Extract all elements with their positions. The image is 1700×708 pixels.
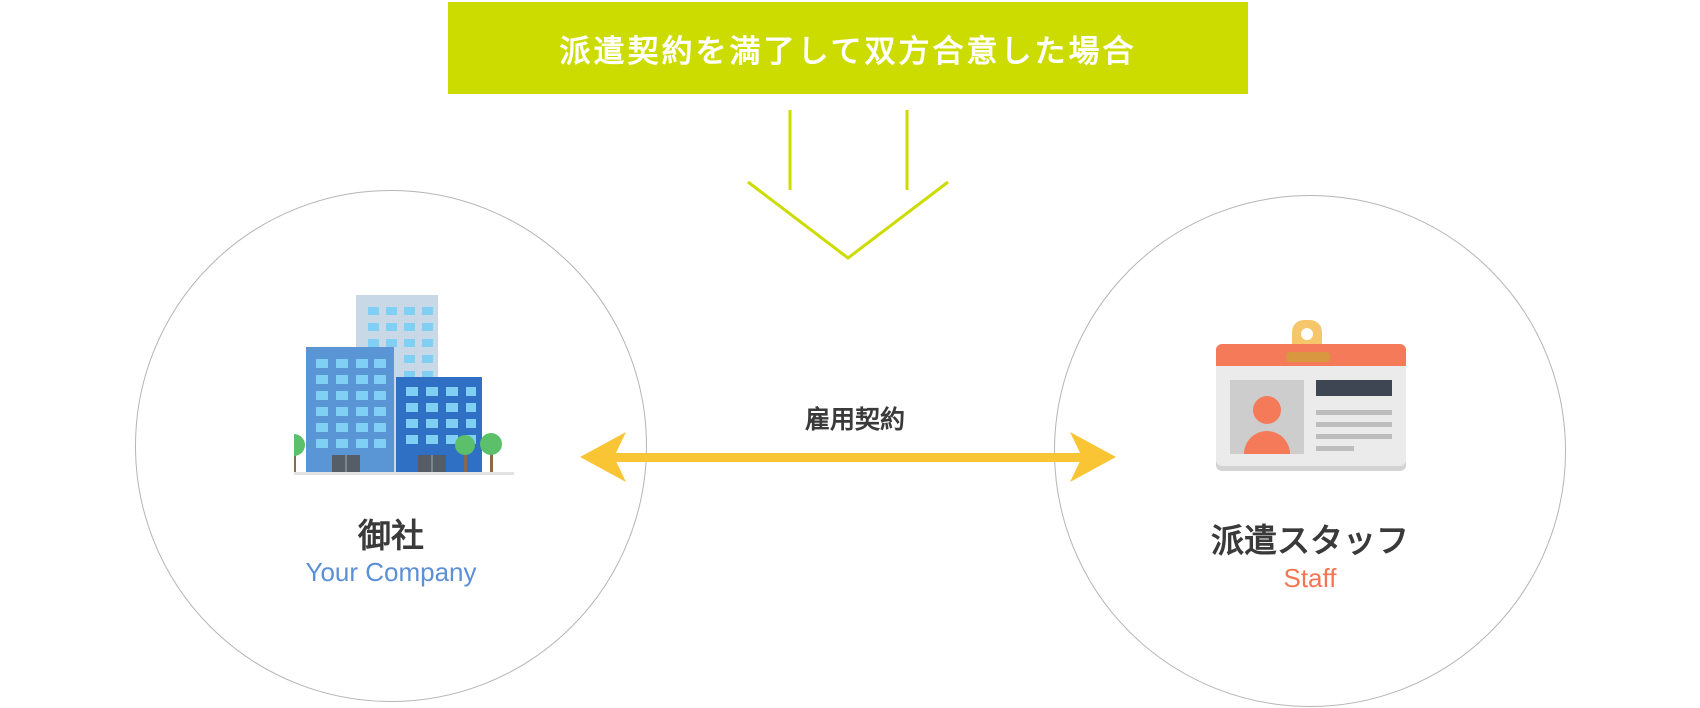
staff-title: 派遣スタッフ: [1211, 521, 1409, 560]
staff-subtitle: Staff: [1283, 563, 1337, 593]
office-building-icon: [294, 295, 514, 475]
employment-contract-label: 雇用契約: [804, 405, 905, 434]
arrow-head-right: [1070, 432, 1116, 482]
bidirectional-arrow-icon: [580, 432, 1116, 482]
tree-icon: [480, 433, 502, 473]
arrow-head-left: [580, 432, 626, 482]
tree-icon: [455, 435, 475, 473]
company-title: 御社: [358, 516, 424, 555]
tree-icon: [294, 434, 305, 473]
condition-banner-text: 派遣契約を満了して双方合意した場合: [559, 33, 1137, 70]
condition-banner: 派遣契約を満了して双方合意した場合: [448, 2, 1248, 94]
down-arrow-head: [747, 180, 949, 260]
down-arrow-icon: [747, 110, 949, 260]
arrow-shaft: [612, 453, 1084, 462]
company-subtitle: Your Company: [305, 557, 477, 587]
id-card-icon: [1216, 320, 1406, 471]
